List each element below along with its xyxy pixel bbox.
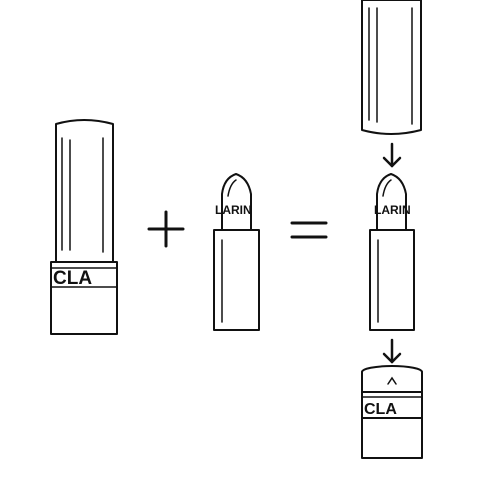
lipstick-refill-assembled: LARIN [369,173,415,331]
lipstick-case-closed: CLA [50,119,118,335]
case-band-text: CLA [53,268,92,289]
equals-operator [290,221,328,239]
lipstick-refill: LARIN [213,173,260,331]
arrow-down-2 [382,338,402,364]
lipstick-base: CLA [361,365,423,459]
base-band-text: CLA [364,401,397,418]
refill-brand-text: LARIN [215,203,252,217]
refill-brand-text-right: LARIN [374,203,411,217]
arrow-down-1 [382,142,402,168]
plus-operator [147,210,185,248]
lipstick-cap [361,0,422,135]
